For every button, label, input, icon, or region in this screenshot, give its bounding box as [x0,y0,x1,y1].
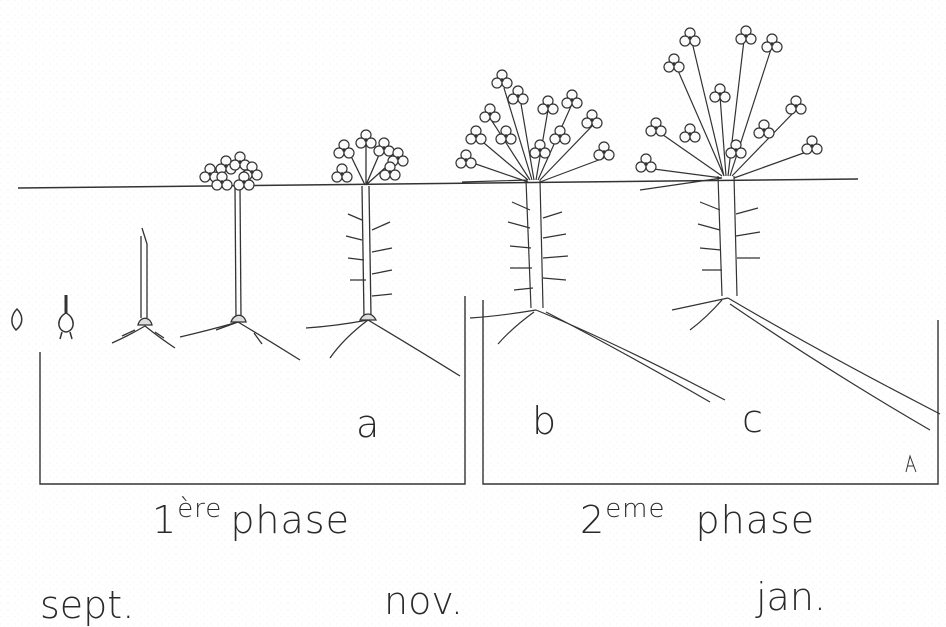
stage-label-a: a [356,405,379,443]
phase-1-superscript: ère [177,494,222,524]
stage-label-b: b [532,402,556,440]
phase-2-label: 2eme phase [580,496,815,539]
phase-1-label: 1ère phase [152,496,350,539]
phase-1-word: phase [230,498,350,542]
phase-1-number: 1 [152,498,177,542]
month-label-jan: jan. [756,578,826,616]
month-label-sept: sept. [40,586,134,624]
month-label-nov: nov. [384,582,463,620]
phase-2-word: phase [696,498,816,542]
stage-label-c: c [742,400,763,438]
phase-2-number: 2 [580,498,605,542]
phase-2-superscript: eme [605,494,665,524]
